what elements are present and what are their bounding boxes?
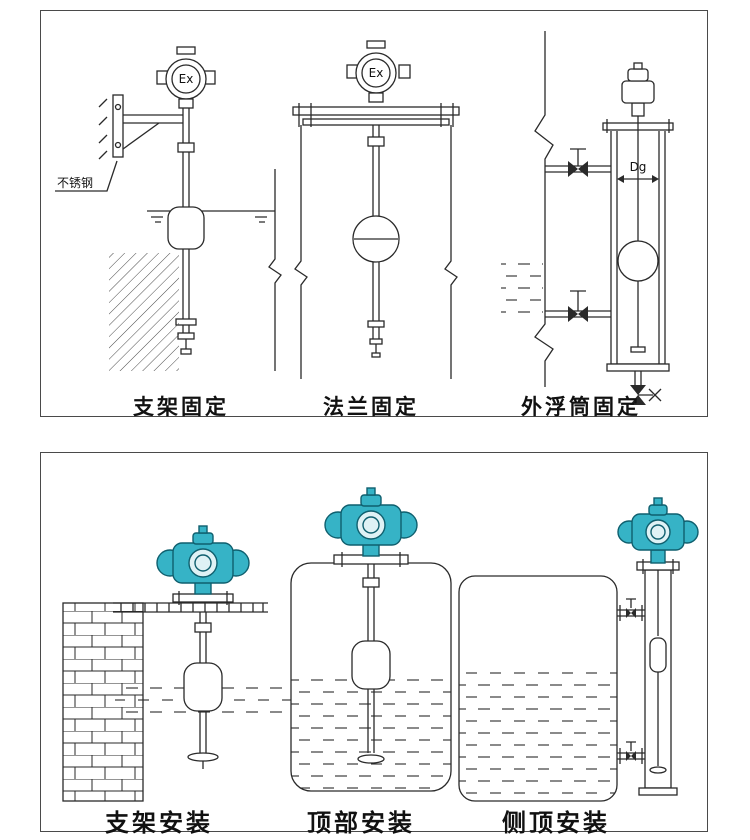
caption-bracket-fixing: 支架固定 — [133, 395, 229, 419]
float-ball — [351, 640, 391, 690]
ground-hatch — [109, 253, 179, 371]
stainless-steel-label: 不锈钢 — [55, 160, 118, 192]
tank-walls — [294, 125, 458, 379]
drawing-top-install — [290, 487, 452, 792]
caption-flange-fixing: 法兰固定 — [323, 395, 419, 419]
support-platform — [113, 602, 268, 613]
tank-wall — [501, 31, 554, 387]
pipe-end-disc — [187, 752, 219, 769]
float-ball — [649, 570, 667, 774]
liquid-level — [459, 663, 617, 801]
caption-side-top-install: 侧顶安装 — [502, 809, 610, 837]
diagram-flange-fixed: Ex — [292, 40, 460, 379]
float-ball — [352, 215, 400, 263]
transmitter-head-teal — [324, 487, 418, 567]
liquid-level — [291, 678, 451, 791]
tank-liquid — [501, 257, 543, 321]
caption-bracket-install: 支架安装 — [105, 809, 213, 837]
ex-label: Ex — [179, 72, 194, 86]
transmitter-head-teal — [617, 497, 699, 564]
top-pipe-valve — [617, 598, 645, 621]
pipe-end-disc — [357, 754, 385, 764]
transmitter-head-teal — [156, 525, 250, 605]
fixing-methods-panel: 不锈钢 Ex — [40, 10, 708, 419]
liquid-level-line — [147, 210, 275, 223]
transmitter-head — [621, 62, 655, 117]
tank-wall-right — [268, 169, 282, 371]
guide-pipe — [175, 108, 197, 355]
bottom-pipe-valve — [617, 741, 645, 764]
bottom-pipe-valve — [545, 290, 611, 322]
caption-external-chamber-fixing: 外浮筒固定 — [521, 395, 641, 419]
drawing-bracket-install — [62, 525, 291, 802]
diagram-bracket-fixed: 不锈钢 Ex — [55, 46, 282, 371]
guide-pipe — [367, 125, 385, 358]
drain-valve — [630, 371, 662, 405]
transmitter-ex-icon: Ex — [346, 40, 411, 103]
drawing-side-top-install — [458, 497, 699, 802]
float-ball — [617, 116, 659, 353]
pipe-end-disc — [649, 766, 667, 774]
installation-methods-panel: 支架安装 顶部安装 侧顶安装 — [40, 452, 708, 837]
diagram-external-chamber: Dg — [501, 31, 674, 405]
caption-top-install: 顶部安装 — [307, 809, 415, 837]
float-ball — [167, 206, 205, 250]
material-label: 不锈钢 — [57, 176, 93, 190]
float-ball — [183, 662, 223, 712]
transmitter-ex-icon: Ex — [156, 46, 216, 109]
wall-and-bracket — [98, 94, 183, 160]
ex-label: Ex — [369, 66, 384, 80]
tank — [458, 575, 618, 802]
mounting-flange — [292, 103, 460, 127]
top-pipe-valve — [545, 148, 611, 177]
